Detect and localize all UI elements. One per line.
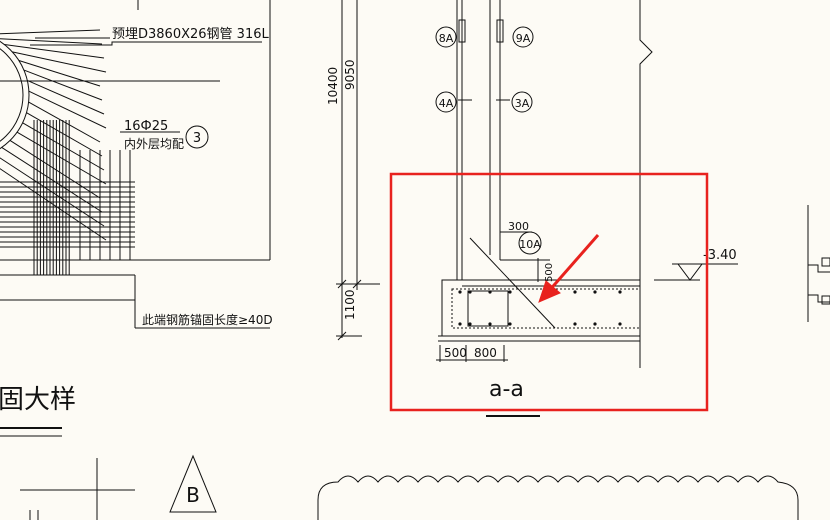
red-arrow-icon [538,234,600,303]
dim-10400: 10400 [326,67,340,105]
tag-4a-circle [435,91,457,113]
tag-9a: 9A [516,32,531,45]
rebar-tag-number: 3 [193,131,201,146]
rebar-dots [458,290,622,326]
tag-8a-circle [435,26,457,48]
section-title: a-a [489,377,524,402]
tag-4a: 4A [439,97,454,110]
detail-title-partial: 固大样 [0,385,76,415]
tag-10a-circle [518,231,542,255]
section-mark-b-icon [169,454,217,513]
radial-rebar-lines [0,29,107,241]
anchor-note-label: 此端钢筋锚固长度≥40D [142,312,273,327]
dim-1100: 1100 [343,289,357,320]
rebar-note-label: 内外层均配 [124,137,184,151]
footing-section [436,231,641,417]
embedded-pipe-label: 预埋D3860X26钢管 316L [112,27,269,42]
wall-elevation [336,0,653,368]
rebar-spec-label: 16Ф25 [124,119,168,134]
right-partial-detail [807,205,830,322]
dim-500: 500 [444,346,467,360]
elevation-label: -3.40 [703,248,737,263]
tag-10a: 10A [519,238,541,251]
section-mark-b-label: B [186,483,200,507]
circular-pipe-detail [0,0,271,329]
rebar-tag-circle [185,125,209,149]
dim-9050: 9050 [343,59,357,90]
highlight-box [389,172,709,412]
horizontal-rebar-bundle [0,181,135,248]
tag-8a: 8A [439,32,454,45]
tag-3a: 3A [515,97,530,110]
tag-9a-circle [512,26,534,48]
dim-300: 300 [508,220,529,233]
dim-500-vertical: 500 [544,263,555,282]
elevation-marker [654,263,738,281]
dim-800: 800 [474,346,497,360]
tag-3a-circle [511,91,533,113]
revision-cloud [317,475,799,520]
